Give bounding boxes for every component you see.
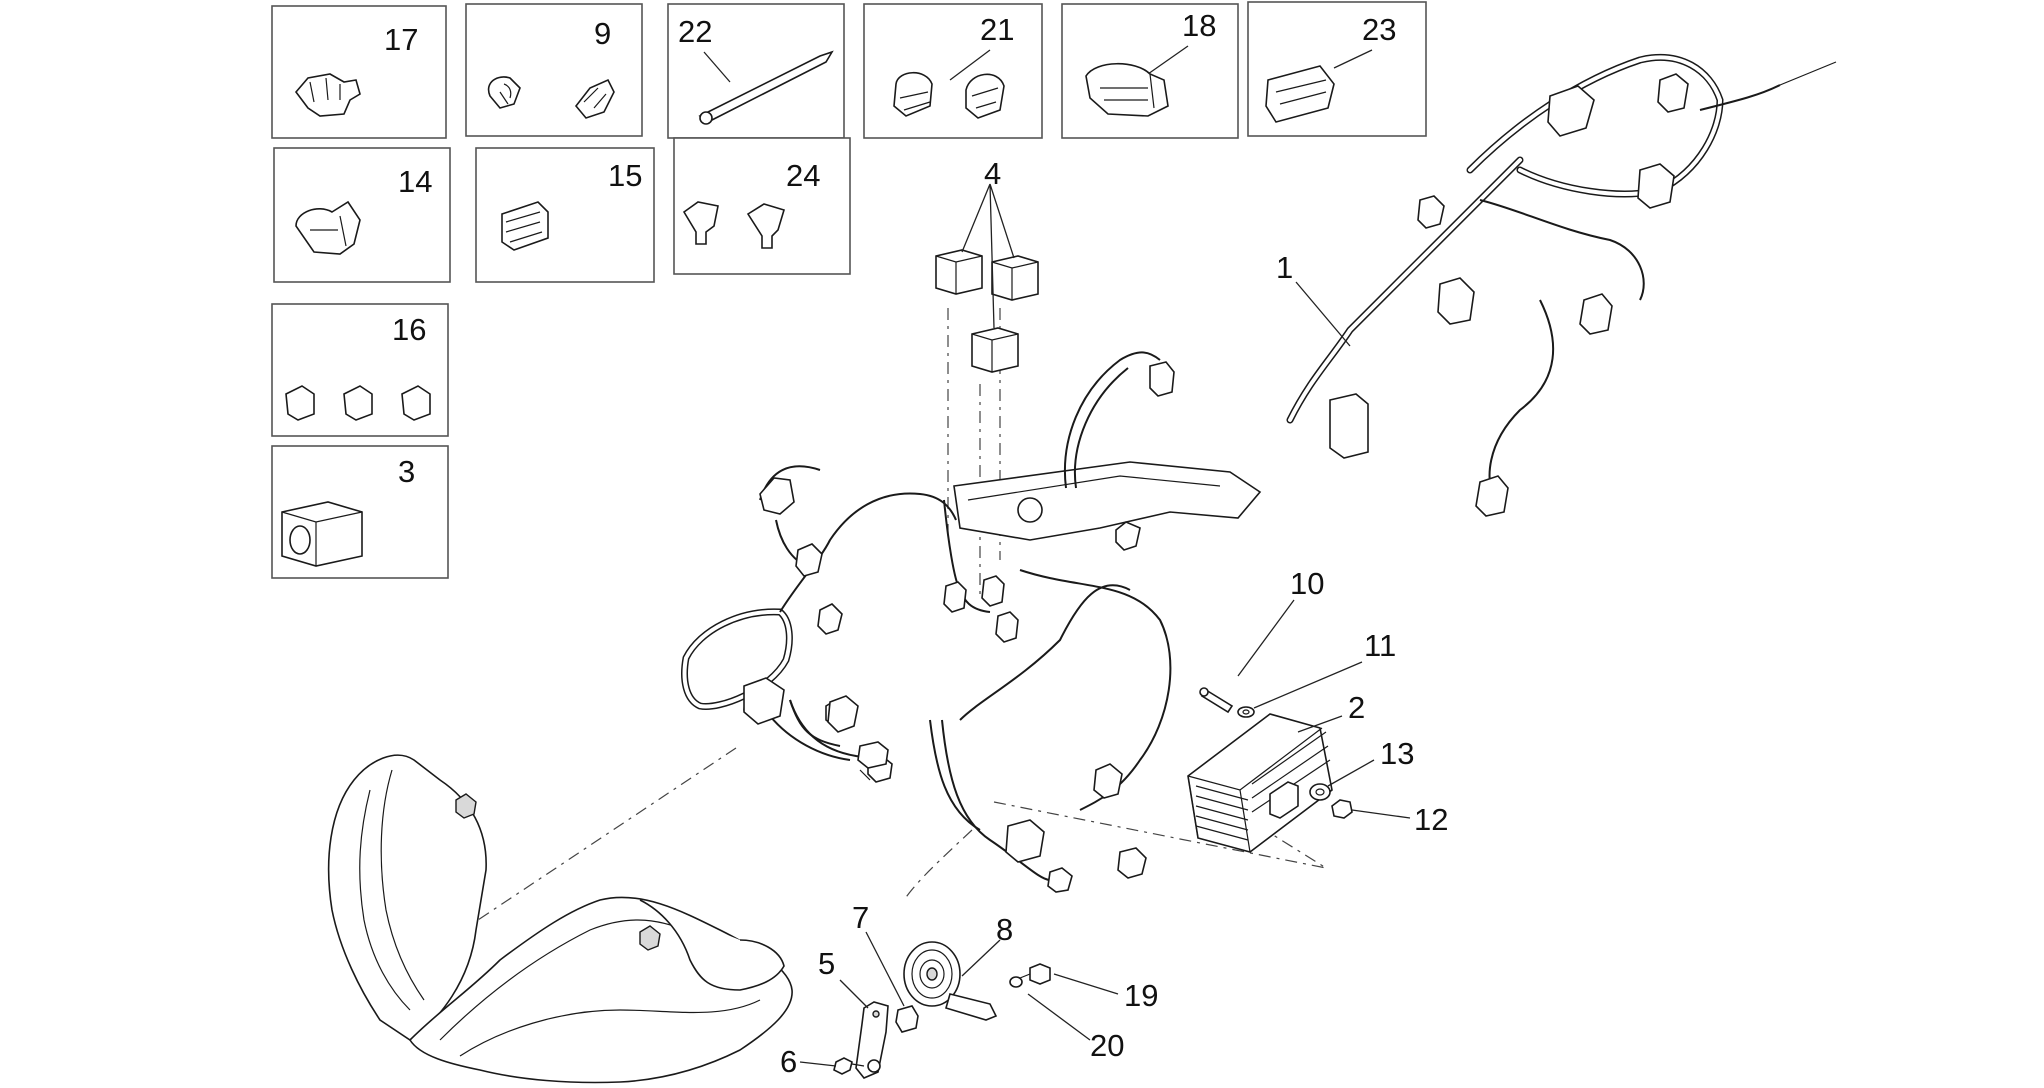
voltage-regulator-2-icon — [1187, 713, 1333, 853]
callout-3: 3 — [398, 454, 415, 489]
clip-24a-icon — [682, 201, 719, 245]
horn-8-icon — [903, 941, 998, 1021]
clip-9b-icon — [574, 78, 615, 119]
bracket-7-icon — [895, 1005, 919, 1033]
washer-20-icon — [1009, 976, 1023, 988]
inset-box-18: 18 — [1061, 3, 1239, 139]
inset-box-3: 3 — [271, 445, 449, 579]
callout-23: 23 — [1362, 12, 1396, 47]
callout-18: 18 — [1182, 8, 1216, 43]
callout-13: 13 — [1380, 736, 1414, 771]
callout-24: 24 — [786, 158, 820, 193]
callout-6: 6 — [780, 1044, 797, 1079]
cable-tie-22-icon — [698, 50, 834, 125]
washer-13-icon — [1309, 783, 1331, 801]
relay-4c-icon — [971, 327, 1019, 373]
clip-15-icon — [501, 201, 549, 251]
clip-21b-icon — [965, 73, 1005, 119]
callout-22: 22 — [678, 14, 712, 49]
clip-23-icon — [1265, 65, 1335, 123]
main-wiring-harness — [681, 53, 1837, 893]
callout-4: 4 — [984, 156, 1001, 191]
screw-6-icon — [833, 1057, 865, 1075]
inset-box-15: 15 — [475, 147, 655, 283]
callout-15: 15 — [608, 158, 642, 193]
callout-12: 12 — [1414, 802, 1448, 837]
grommet-3-icon — [281, 501, 363, 567]
nut-12-icon — [1331, 799, 1353, 819]
callout-14: 14 — [398, 164, 432, 199]
bolt-10-icon — [1199, 687, 1234, 714]
callout-8: 8 — [996, 912, 1013, 947]
connector-rear-b-icon — [1579, 293, 1613, 335]
clip-24b-icon — [746, 203, 785, 249]
headlight-assembly — [327, 754, 793, 1084]
connector-front-lower-icon — [1005, 819, 1045, 863]
inset-box-17: 17 — [271, 5, 447, 139]
callout-5: 5 — [818, 946, 835, 981]
callout-9: 9 — [594, 16, 611, 51]
callout-21: 21 — [980, 12, 1014, 47]
inset-box-16: 16 — [271, 303, 449, 437]
washer-11-icon — [1237, 706, 1255, 718]
clip-14-icon — [295, 200, 361, 255]
clip-21a-icon — [893, 71, 933, 117]
connector-rear-c-icon — [1475, 475, 1509, 517]
bracket-5-icon — [855, 1001, 889, 1079]
connector-rear-a-icon — [1437, 277, 1475, 325]
inset-box-14: 14 — [273, 147, 451, 283]
relay-4b-icon — [991, 255, 1039, 301]
clip-16-icon — [285, 385, 431, 421]
relay-4a-icon — [935, 249, 983, 295]
callout-7: 7 — [852, 900, 869, 935]
connector-rear-d-icon — [1329, 393, 1369, 459]
callout-10: 10 — [1290, 566, 1324, 601]
callout-2: 2 — [1348, 690, 1365, 725]
callout-17: 17 — [384, 22, 418, 57]
callout-1: 1 — [1276, 250, 1293, 285]
callout-19: 19 — [1124, 978, 1158, 1013]
callout-11: 11 — [1364, 628, 1396, 663]
callout-16: 16 — [392, 312, 426, 347]
inset-box-24: 24 — [673, 137, 851, 275]
inset-box-9: 9 — [465, 3, 643, 137]
clip-17-icon — [294, 73, 361, 117]
callout-20: 20 — [1090, 1028, 1124, 1063]
inset-box-21: 21 — [863, 3, 1043, 139]
clip-18-icon — [1085, 63, 1169, 117]
screw-19-icon — [1019, 963, 1051, 985]
clip-9a-icon — [487, 76, 521, 109]
inset-box-22: 22 — [667, 3, 845, 139]
inset-box-23: 23 — [1247, 1, 1427, 137]
